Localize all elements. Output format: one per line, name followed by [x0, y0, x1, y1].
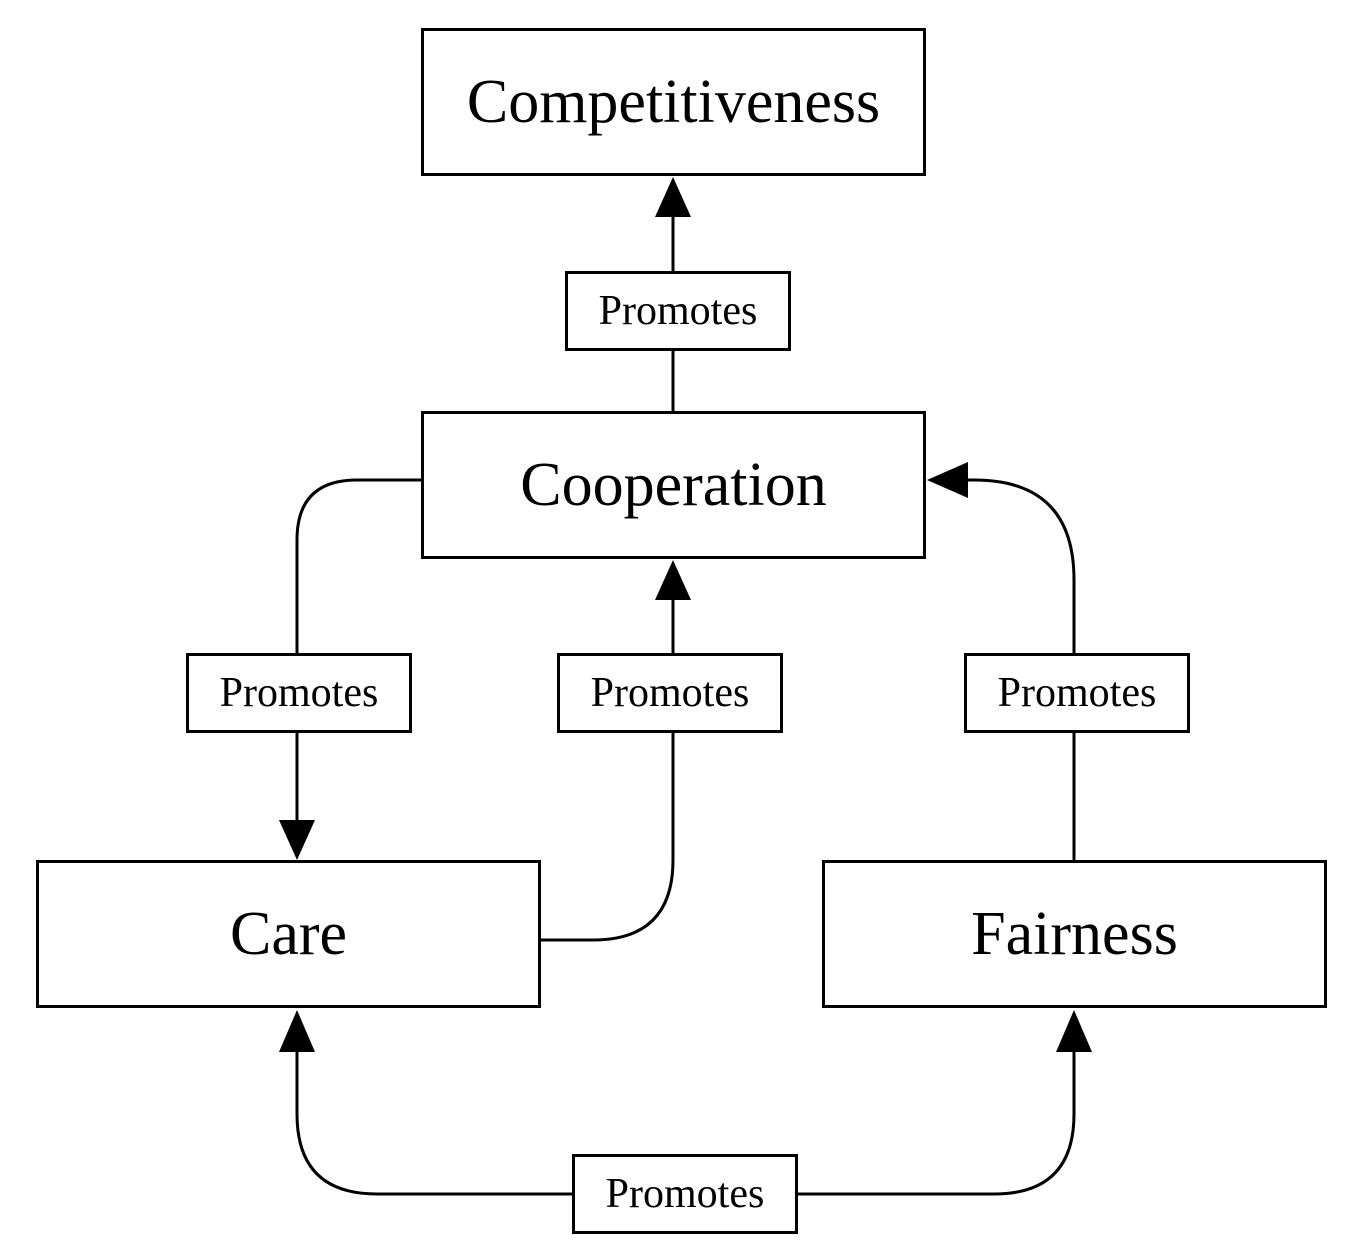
edge-label-fairness-cooperation: Promotes	[964, 653, 1190, 733]
node-cooperation: Cooperation	[421, 411, 926, 559]
edge-care-to-cooperation	[541, 600, 675, 942]
node-care: Care	[36, 860, 541, 1008]
edge-bottom-to-care	[295, 1050, 572, 1196]
edge-fairness-to-cooperation	[968, 478, 1076, 860]
edge-label-cooperation-care: Promotes	[186, 653, 412, 733]
edge-label-care-cooperation: Promotes	[557, 653, 783, 733]
edge-cooperation-to-care	[295, 478, 421, 820]
edge-bottom-to-fairness	[798, 1050, 1076, 1196]
arrowhead-competitiveness	[655, 177, 691, 217]
edge-label-bottom: Promotes	[572, 1154, 798, 1234]
arrowhead-care-top	[279, 820, 315, 860]
arrowhead-care-bottom	[279, 1010, 315, 1052]
edge-label-cooperation-competitiveness: Promotes	[565, 271, 791, 351]
arrowhead-cooperation-bottom	[655, 560, 691, 600]
node-competitiveness: Competitiveness	[421, 28, 926, 176]
arrowhead-cooperation-right	[927, 462, 968, 498]
arrowhead-fairness-bottom	[1056, 1010, 1092, 1052]
node-fairness: Fairness	[822, 860, 1327, 1008]
